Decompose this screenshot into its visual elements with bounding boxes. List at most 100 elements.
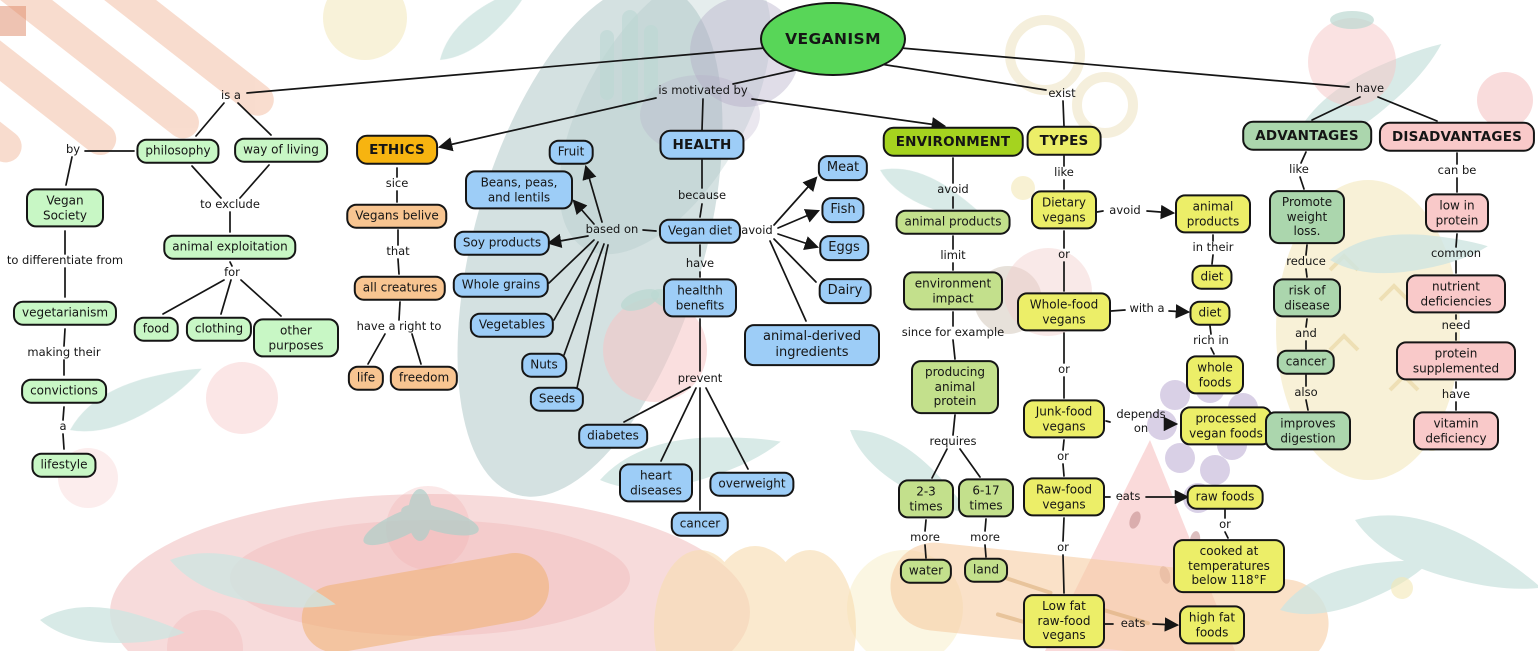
edge-label-in-their: in their bbox=[1192, 240, 1234, 255]
edge-label-also: also bbox=[1294, 385, 1318, 400]
node-vegetables: Vegetables bbox=[469, 312, 555, 338]
edge-label-have: have bbox=[1355, 81, 1385, 96]
edge-label-and: and bbox=[1295, 326, 1317, 341]
edge-label-to-differentiate-from: to differentiate from bbox=[6, 253, 124, 268]
node-health-benefits: healthh benefits bbox=[663, 278, 737, 318]
node-types-header: TYPES bbox=[1026, 125, 1102, 157]
node-environment-impact: environment impact bbox=[903, 271, 1003, 311]
edge-label-can-be: can be bbox=[1437, 163, 1477, 178]
node-health-header: HEALTH bbox=[659, 129, 745, 161]
edge-label-is-motivated-by: is motivated by bbox=[658, 83, 748, 98]
node-meat: Meat bbox=[817, 155, 869, 181]
node-whole-grains: Whole grains bbox=[452, 272, 550, 298]
node-low-in-protein: low in protein bbox=[1425, 193, 1489, 233]
node-convictions: convictions bbox=[21, 378, 107, 404]
edge-label-because: because bbox=[677, 188, 727, 203]
edge-label-to-exclude: to exclude bbox=[200, 197, 260, 212]
edge-label-avoid-types: avoid bbox=[1109, 203, 1141, 218]
node-diabetes: diabetes bbox=[578, 423, 648, 449]
node-raw-foods: raw foods bbox=[1186, 484, 1264, 510]
edge-label-prevent: prevent bbox=[677, 371, 723, 386]
node-producing-animal-protein: producing animal protein bbox=[911, 360, 999, 414]
node-low-fat-raw-food-vegans: Low fat raw-food vegans bbox=[1023, 594, 1105, 648]
node-6-17-times: 6-17 times bbox=[958, 478, 1014, 518]
strawberry-illustration bbox=[603, 11, 1533, 402]
node-fruit: Fruit bbox=[548, 139, 594, 165]
node-promote-weight-loss: Promote weight loss. bbox=[1269, 190, 1345, 244]
edge-label-more-land: more bbox=[970, 530, 1000, 545]
node-advantages-header: ADVANTAGES bbox=[1242, 120, 1372, 152]
node-other-purposes: other purposes bbox=[253, 318, 339, 358]
edge-label-eats-1: eats bbox=[1115, 489, 1141, 504]
node-high-fat-foods: high fat foods bbox=[1179, 605, 1245, 645]
node-whole-foods: whole foods bbox=[1186, 355, 1244, 395]
node-soy-products: Soy products bbox=[453, 230, 551, 256]
node-water: water bbox=[899, 558, 953, 584]
node-seeds: Seeds bbox=[529, 386, 585, 412]
edge-label-since-for-example: since for example bbox=[901, 325, 1005, 340]
node-vitamin-deficiency: vitamin deficiency bbox=[1413, 411, 1499, 451]
node-animal-exploitation: animal exploitation bbox=[163, 234, 297, 260]
edge-label-by: by bbox=[65, 142, 81, 157]
edge-label-requires: requires bbox=[929, 434, 977, 449]
edge-label-common: common bbox=[1430, 246, 1482, 261]
node-vegetarianism: vegetarianism bbox=[12, 300, 118, 326]
edge-label-based-on: based on bbox=[585, 222, 639, 237]
node-lifestyle: lifestyle bbox=[31, 452, 97, 478]
edge-label-with-a: with a bbox=[1129, 301, 1165, 316]
node-eggs: Eggs bbox=[819, 235, 869, 261]
node-vegan-diet: Vegan diet bbox=[658, 218, 742, 244]
edge-label-depends-on: depends on bbox=[1116, 407, 1166, 435]
edge-label-making-their: making their bbox=[27, 345, 101, 360]
node-philosophy: philosophy bbox=[136, 138, 220, 164]
node-all-creatures: all creatures bbox=[353, 275, 447, 301]
edge-label-limit: limit bbox=[940, 248, 966, 263]
edge-label-exist: exist bbox=[1048, 86, 1076, 101]
node-improves-digestion: improves digestion bbox=[1265, 411, 1351, 451]
node-fish: Fish bbox=[821, 197, 865, 223]
edge-label-or-4: or bbox=[1219, 517, 1231, 532]
node-cancer-health: cancer bbox=[670, 511, 730, 537]
edge-label-like-types: like bbox=[1054, 165, 1074, 180]
edge-label-or-2: or bbox=[1058, 362, 1070, 377]
node-land: land bbox=[964, 557, 1008, 583]
node-diet-in-their: diet bbox=[1191, 264, 1233, 290]
edge-label-sice: sice bbox=[385, 176, 409, 191]
edge-label-avoid-health: avoid bbox=[741, 223, 773, 238]
node-animal-derived-ingredients: animal-derived ingredients bbox=[744, 324, 880, 366]
node-animal-products-env: animal products bbox=[895, 209, 1011, 235]
node-overweight: overweight bbox=[709, 471, 795, 497]
node-freedom: freedom bbox=[389, 365, 459, 391]
node-dairy: Dairy bbox=[818, 278, 872, 304]
node-processed-vegan-foods: processed vegan foods bbox=[1180, 406, 1272, 446]
edge-label-that: that bbox=[386, 244, 410, 259]
edge-label-a: a bbox=[59, 419, 67, 434]
node-nutrient-deficiencies: nutrient deficiencies bbox=[1406, 274, 1506, 314]
node-way-of-living: way of living bbox=[234, 137, 328, 163]
node-whole-food-vegans: Whole-food vegans bbox=[1017, 292, 1111, 332]
node-diet-with-a: diet bbox=[1189, 300, 1231, 326]
node-environment-header: ENVIRONMENT bbox=[882, 126, 1024, 158]
node-cooked-below-118: cooked at temperatures below 118°F bbox=[1173, 539, 1285, 593]
node-veganism: VEGANISM bbox=[760, 2, 906, 76]
node-protein-supplemented: protein supplemented bbox=[1396, 341, 1516, 381]
node-disadvantages-header: DISADVANTAGES bbox=[1378, 121, 1536, 153]
edge-label-have-a-right-to: have a right to bbox=[356, 319, 442, 334]
edge-label-more-water: more bbox=[910, 530, 940, 545]
node-food: food bbox=[133, 316, 179, 342]
node-2-3-times: 2-3 times bbox=[898, 479, 954, 519]
edge-label-like-adv: like bbox=[1289, 162, 1309, 177]
edge-label-have-dis: have bbox=[1441, 387, 1471, 402]
node-heart-diseases: heart diseases bbox=[619, 463, 693, 503]
node-nuts: Nuts bbox=[521, 352, 567, 378]
edge-label-rich-in: rich in bbox=[1193, 333, 1229, 348]
edge-label-or-3: or bbox=[1057, 449, 1069, 464]
node-junk-food-vegans: Junk-food vegans bbox=[1023, 399, 1105, 439]
node-raw-food-vegans: Raw-food vegans bbox=[1023, 477, 1105, 517]
edge-label-is-a: is a bbox=[221, 88, 241, 103]
edge-label-have-health: have bbox=[685, 256, 715, 271]
node-life: life bbox=[347, 365, 385, 391]
edge-label-need: need bbox=[1441, 318, 1471, 333]
edge-label-or-1: or bbox=[1058, 247, 1070, 262]
node-clothing: clothing bbox=[185, 316, 253, 342]
